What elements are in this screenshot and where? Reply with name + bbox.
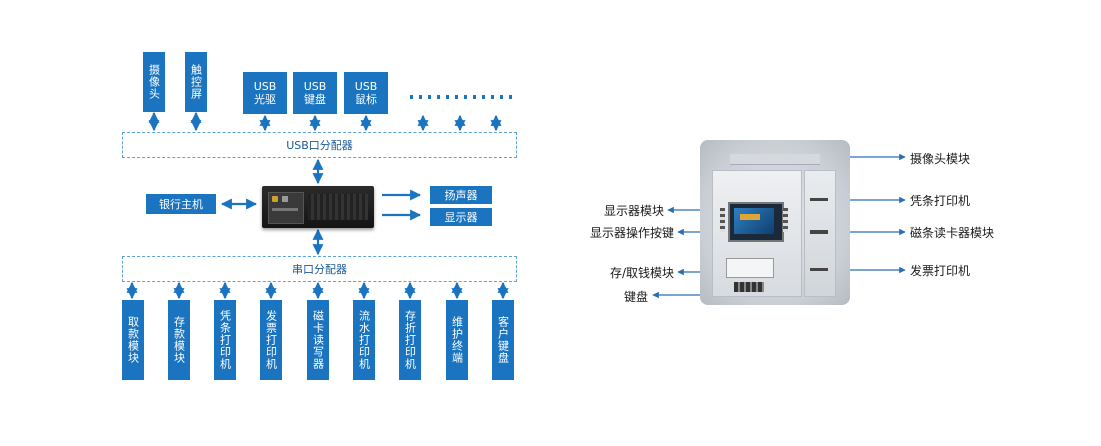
bottom-module-label: 存款模块 (172, 316, 186, 364)
bottom-module-label: 存折打印机 (403, 310, 417, 370)
bottom-module-maintenance-terminal: 维护终端 (446, 300, 468, 380)
bottom-module-journal-printer: 流水打印机 (353, 300, 375, 380)
atm-label-camera-module: 摄像头模块 (910, 152, 971, 166)
atm-photo (700, 140, 850, 305)
usb-mouse-box: USB 鼠标 (344, 72, 388, 114)
usb-cdrom-box: USB 光驱 (243, 72, 287, 114)
camera-module-box: 摄像头 (143, 52, 165, 112)
bottom-module-label: 流水打印机 (357, 310, 371, 370)
usb-keyboard-line1: USB (303, 80, 327, 93)
serial-hub-label: 串口分配器 (292, 263, 347, 276)
bank-host-label: 银行主机 (159, 197, 203, 211)
display-label: 显示器 (444, 210, 478, 224)
bottom-module-passbook-printer: 存折打印机 (399, 300, 421, 380)
bottom-module-card-reader: 磁卡读写器 (307, 300, 329, 380)
bottom-module-label: 取款模块 (126, 316, 140, 364)
atm-label-cash-module: 存/取钱模块 (609, 266, 674, 280)
serial-hub-bar: 串口分配器 (122, 256, 517, 282)
display-box: 显示器 (430, 208, 492, 226)
usb-cdrom-line2: 光驱 (254, 93, 276, 106)
usb-mouse-line2: 鼠标 (355, 93, 377, 106)
atm-label-display-buttons: 显示器操作按键 (589, 226, 674, 240)
bottom-module-customer-keyboard: 客户键盘 (492, 300, 514, 380)
atm-label-card-reader: 磁条读卡器模块 (910, 226, 995, 240)
bank-host-box: 银行主机 (146, 194, 216, 214)
bottom-module-label: 凭条打印机 (218, 310, 232, 370)
usb-mouse-line1: USB (354, 80, 378, 93)
usb-hub-label: USB口分配器 (286, 139, 353, 152)
bottom-module-invoice-printer: 发票打印机 (260, 300, 282, 380)
bottom-module-receipt-printer: 凭条打印机 (214, 300, 236, 380)
bottom-module-label: 磁卡读写器 (311, 310, 325, 370)
industrial-pc-image (262, 186, 374, 228)
bottom-module-label: 维护终端 (450, 316, 464, 364)
atm-label-keyboard: 键盘 (623, 290, 648, 304)
usb-keyboard-line2: 键盘 (304, 93, 326, 106)
atm-label-invoice-printer: 发票打印机 (910, 264, 971, 278)
bottom-module-withdraw: 取款模块 (122, 300, 144, 380)
touchscreen-label: 触控屏 (189, 64, 203, 100)
speaker-box: 扬声器 (430, 186, 492, 204)
atm-label-display-module: 显示器模块 (603, 204, 664, 218)
speaker-label: 扬声器 (444, 188, 478, 202)
atm-label-receipt-printer: 凭条打印机 (910, 194, 971, 208)
usb-keyboard-box: USB 键盘 (293, 72, 337, 114)
camera-label: 摄像头 (147, 64, 161, 100)
bottom-module-label: 发票打印机 (264, 310, 278, 370)
usb-hub-bar: USB口分配器 (122, 132, 517, 158)
touchscreen-module-box: 触控屏 (185, 52, 207, 112)
bottom-module-label: 客户键盘 (496, 316, 510, 364)
usb-cdrom-line1: USB (253, 80, 277, 93)
bottom-module-deposit: 存款模块 (168, 300, 190, 380)
